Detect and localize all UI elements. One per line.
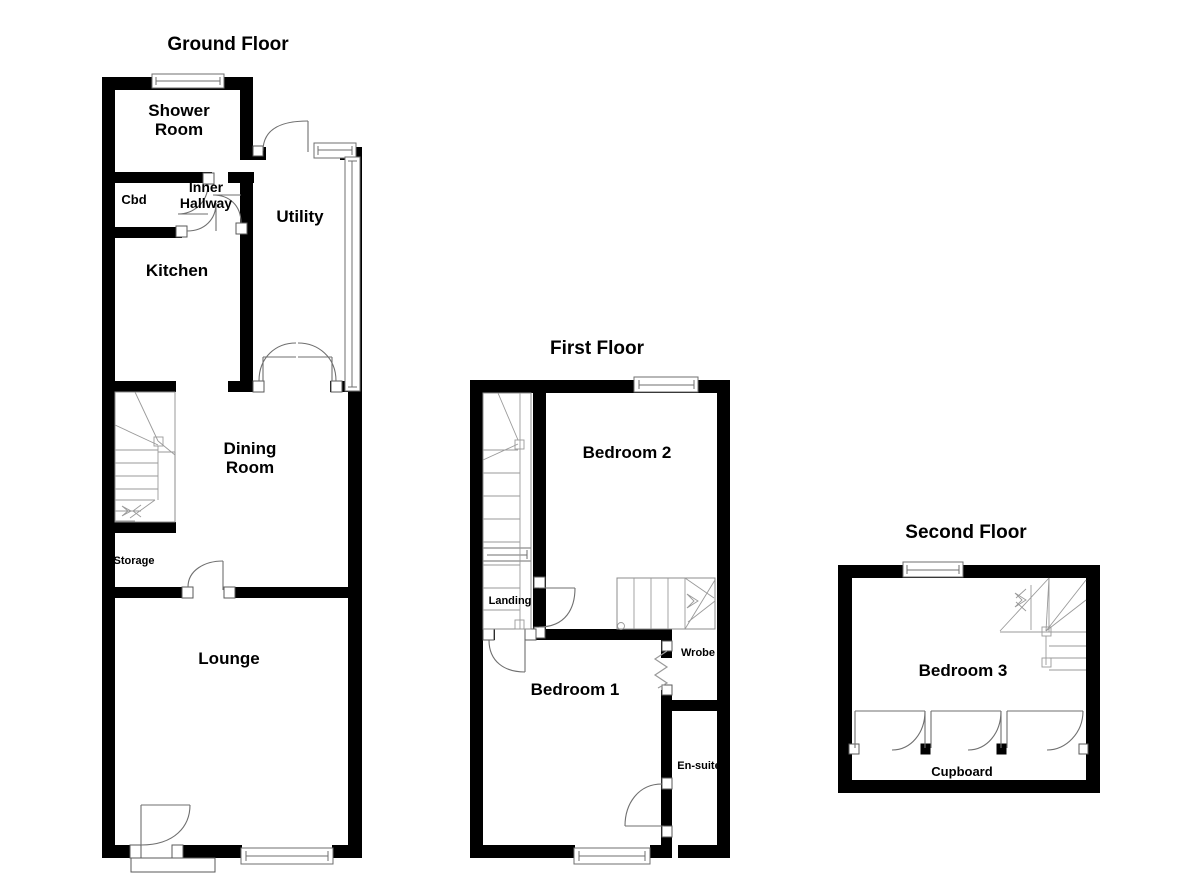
- floor-first: First Floor: [470, 338, 730, 865]
- cupboard-door-4: [996, 710, 1089, 755]
- ground-staircase: [114, 391, 176, 523]
- room-label-storage: Storage: [114, 555, 155, 567]
- room-label-ensuite: En-suite: [677, 760, 720, 772]
- door-wardrobe-folding: [653, 640, 673, 696]
- floor-second: Second Floor: [838, 522, 1100, 793]
- door-front-entry: [129, 804, 216, 873]
- room-label-dining-room-line2: Room: [226, 458, 274, 477]
- door-shower-room: [252, 120, 309, 157]
- window-utility-top: [313, 142, 357, 159]
- room-label-bedroom-3: Bedroom 3: [919, 661, 1008, 680]
- door-utility: [212, 194, 248, 235]
- door-bedroom1: [482, 628, 537, 673]
- door-kitchen: [175, 202, 217, 238]
- door-dining-double: [252, 342, 343, 393]
- floor-title-ground: Ground Floor: [167, 34, 289, 55]
- window-landing: [482, 547, 532, 562]
- ground-windows: [151, 73, 361, 865]
- window-bedroom2-top: [633, 376, 699, 393]
- room-label-utility: Utility: [276, 207, 324, 226]
- window-bedroom3-top: [902, 561, 964, 578]
- window-bedroom1-bottom: [573, 847, 651, 865]
- room-label-shower-room-line1: Shower: [148, 101, 210, 120]
- room-label-cbd: Cbd: [121, 192, 146, 207]
- window-utility-right: [344, 156, 361, 392]
- second-windows: [902, 561, 964, 578]
- room-labels: Shower Room Cbd Inner Hallway Utility Ki…: [114, 101, 1008, 779]
- second-staircase: [999, 577, 1087, 671]
- first-staircase-up-to-second: [482, 392, 532, 630]
- room-label-wrobe: Wrobe: [681, 647, 715, 659]
- ground-doors: [129, 120, 343, 873]
- floor-title-second: Second Floor: [905, 522, 1027, 543]
- room-label-inner-hallway-line2: Hallway: [180, 195, 232, 211]
- first-doors: [482, 576, 673, 838]
- room-label-cupboard: Cupboard: [931, 764, 992, 779]
- floor-ground: Ground Floor: [102, 34, 362, 873]
- room-label-inner-hallway-line1: Inner: [189, 179, 224, 195]
- window-lounge-bottom: [240, 847, 334, 865]
- room-label-shower-room-line2: Room: [155, 120, 203, 139]
- door-storage-lounge: [181, 560, 236, 599]
- second-cupboard-doors: [848, 710, 1089, 755]
- room-label-bedroom-2: Bedroom 2: [583, 443, 672, 462]
- room-label-landing: Landing: [489, 595, 532, 607]
- door-cbd: [177, 172, 215, 215]
- floor-title-first: First Floor: [550, 338, 645, 359]
- room-label-lounge: Lounge: [198, 649, 259, 668]
- room-label-dining-room-line1: Dining: [224, 439, 277, 458]
- door-bedroom2: [533, 576, 576, 639]
- first-staircase-down-to-ground: [616, 577, 716, 630]
- door-ensuite: [624, 777, 673, 838]
- window-shower-room: [151, 73, 225, 89]
- room-label-kitchen: Kitchen: [146, 261, 208, 280]
- room-label-bedroom-1: Bedroom 1: [531, 680, 620, 699]
- cupboard-door-2: [920, 711, 931, 755]
